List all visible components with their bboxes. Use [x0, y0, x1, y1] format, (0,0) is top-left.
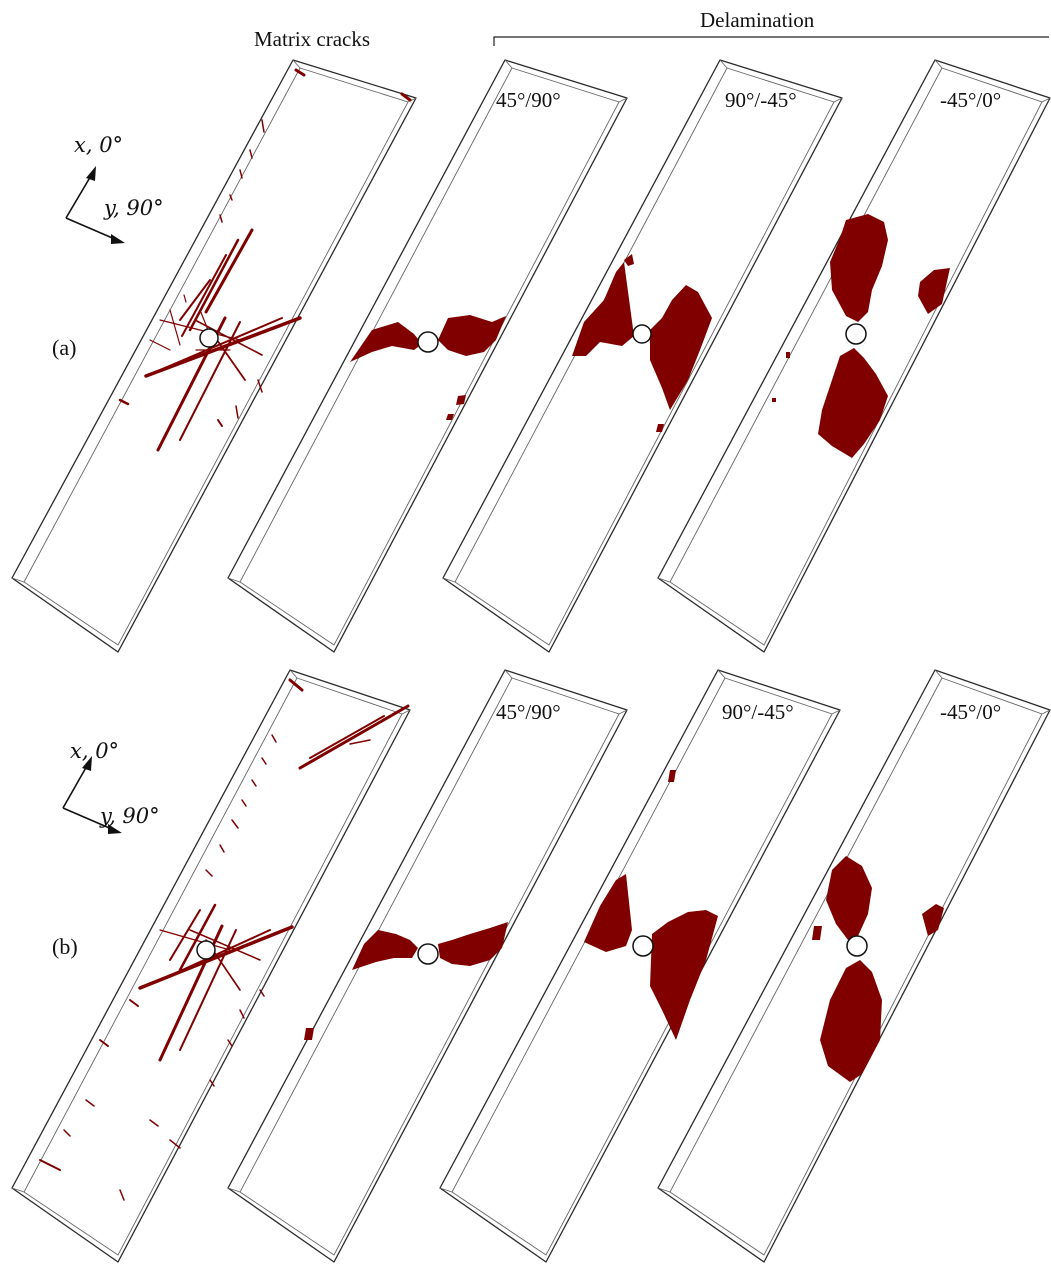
- delamination-area-a-3: [772, 214, 950, 458]
- delamination-area-b-2: [584, 770, 718, 1040]
- panel-matrix-cracks-a: [11, 59, 417, 653]
- delamination-area-b-1: [304, 922, 508, 1040]
- delamination-area-a-1: [350, 315, 506, 420]
- axis-y-label-a: y, 90°: [103, 196, 164, 220]
- matrix-crack-marks-b: [39, 678, 410, 1201]
- row-b: x, 0° y, 90° (b): [11, 669, 1051, 1263]
- hole-b-2: [632, 935, 654, 957]
- row-label-b: (b): [52, 934, 78, 959]
- interface-label-a-1: 45°/90°: [496, 88, 561, 112]
- axis-y-label-b: y, 90°: [99, 804, 160, 828]
- hole-b-3: [846, 935, 868, 957]
- interface-label-b-3: -45°/0°: [940, 700, 1001, 724]
- matrix-cracks-header: Matrix cracks: [254, 27, 370, 51]
- panel-delam-m45-0-a: -45°/0°: [657, 59, 1051, 653]
- interface-label-a-3: -45°/0°: [940, 88, 1001, 112]
- hole-a-2: [632, 324, 652, 344]
- delamination-header: Delamination: [700, 8, 815, 32]
- hole-matrix-b: [196, 940, 216, 960]
- matrix-crack-marks-a: [118, 68, 412, 452]
- axis-triad-a: x, 0° y, 90°: [65, 133, 164, 244]
- interface-label-b-1: 45°/90°: [496, 700, 561, 724]
- interface-label-b-2: 90°/-45°: [722, 700, 794, 724]
- row-a: x, 0° y, 90° (a): [11, 59, 1051, 653]
- panel-delam-90-m45-b: 90°/-45°: [439, 669, 841, 1263]
- axis-x-label-a: x, 0°: [74, 133, 123, 157]
- panel-delam-45-90-b: 45°/90°: [227, 669, 628, 1263]
- panel-delam-90-m45-a: 90°/-45°: [442, 59, 843, 653]
- delamination-area-a-2: [572, 254, 712, 432]
- panel-delam-m45-0-b: -45°/0°: [657, 669, 1051, 1263]
- delamination-area-b-3: [812, 856, 944, 1082]
- row-label-a: (a): [52, 335, 76, 360]
- panel-matrix-cracks-b: [11, 669, 411, 1263]
- panel-delam-45-90-a: 45°/90°: [227, 59, 628, 653]
- interface-label-a-2: 90°/-45°: [725, 88, 797, 112]
- delamination-bracket: [493, 36, 1049, 46]
- hole-a-3: [845, 323, 867, 345]
- axis-x-label-b: x, 0°: [70, 739, 119, 763]
- hole-matrix-a: [199, 328, 219, 348]
- hole-a-1: [417, 331, 439, 353]
- axis-triad-b: x, 0° y, 90°: [62, 739, 160, 834]
- hole-b-1: [417, 943, 439, 965]
